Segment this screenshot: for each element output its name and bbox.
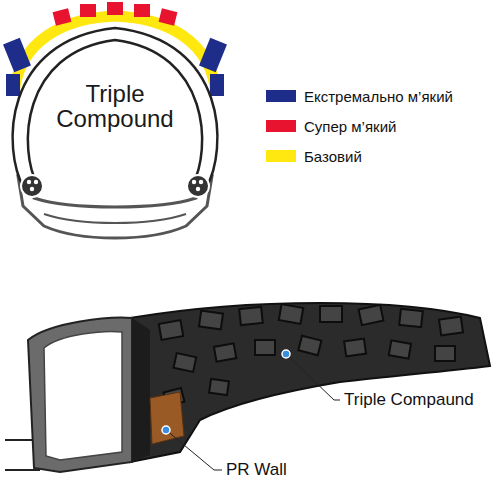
part-label: Triple Compaund xyxy=(344,390,474,410)
tread xyxy=(130,303,490,462)
casing-cut xyxy=(28,318,132,472)
super-soft-knobs xyxy=(53,2,178,26)
rim xyxy=(18,176,212,238)
legend-swatch xyxy=(266,120,296,132)
region-title: Triple Compound xyxy=(40,81,190,131)
leader-line xyxy=(286,354,340,400)
leader-line xyxy=(166,430,222,470)
callout-dot xyxy=(162,426,170,434)
part-label: PR Wall xyxy=(226,460,287,480)
tire-inside xyxy=(44,332,122,460)
legend-swatch xyxy=(266,90,296,102)
bead-wire xyxy=(5,469,40,471)
tire-casing xyxy=(13,28,218,188)
callout-dot xyxy=(282,350,290,358)
pr-wall-layer xyxy=(150,392,184,444)
legend-text: Базовий xyxy=(304,148,362,165)
compound-region: Triple Compound xyxy=(40,81,190,131)
casing-edge xyxy=(132,318,150,462)
legend-text: Екстремально м’який xyxy=(304,88,453,105)
rim-line xyxy=(44,214,186,223)
legend-swatch xyxy=(266,150,296,162)
legend-text: Супер м’який xyxy=(304,118,396,135)
bead xyxy=(21,175,209,197)
